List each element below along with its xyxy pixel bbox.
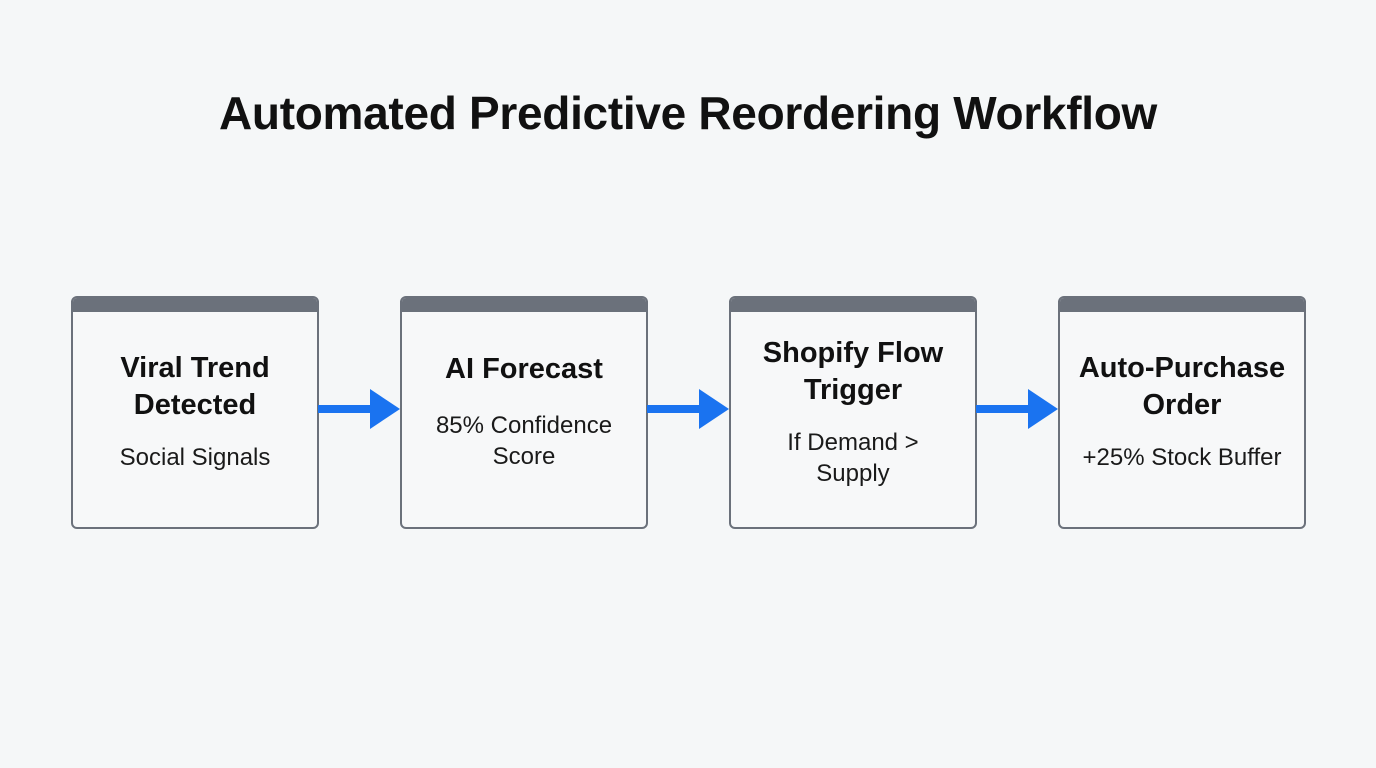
step-subtitle: If Demand >Supply xyxy=(787,428,919,487)
arrow-right-icon xyxy=(647,389,729,429)
arrow-right-icon xyxy=(976,389,1058,429)
box-header-bar xyxy=(73,298,317,312)
arrow-right-icon xyxy=(318,389,400,429)
box-header-bar xyxy=(402,298,646,312)
step-title: AI Forecast xyxy=(445,353,603,385)
step-subtitle: +25% Stock Buffer xyxy=(1082,444,1282,471)
step-subtitle: Social Signals xyxy=(119,444,271,471)
diagram-title: Automated Predictive Reordering Workflow xyxy=(219,87,1157,139)
box-header-bar xyxy=(1060,298,1304,312)
box-header-bar xyxy=(731,298,975,312)
